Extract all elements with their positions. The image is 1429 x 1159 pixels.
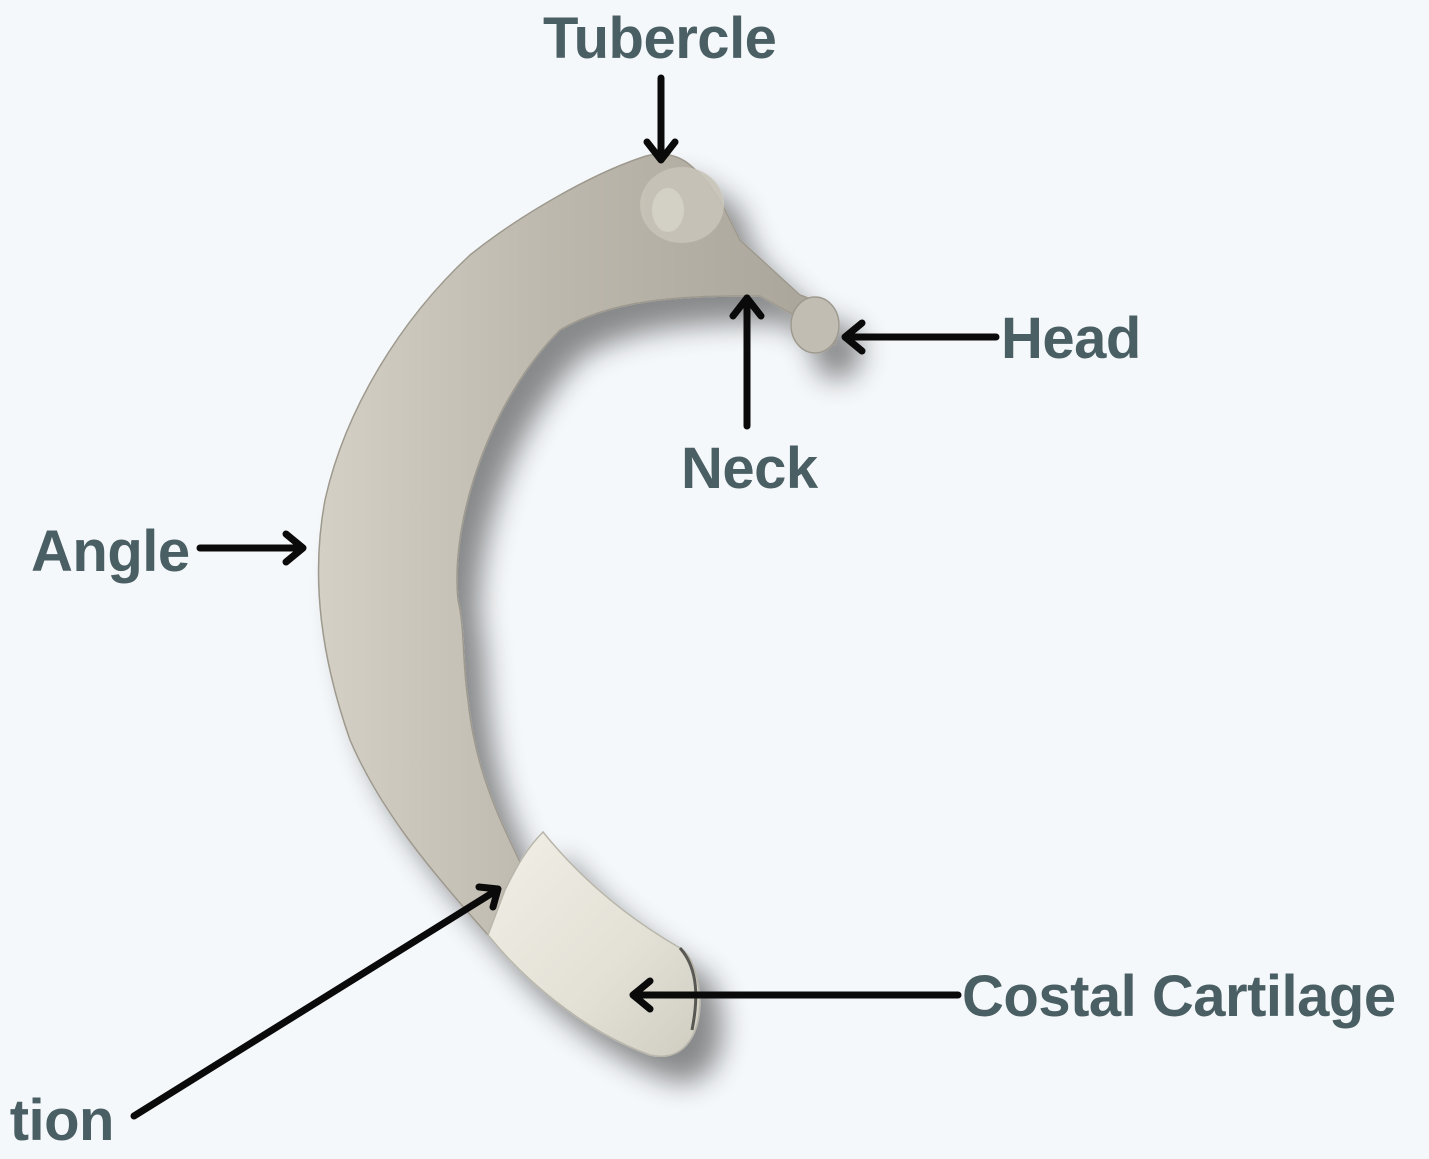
label-costal-cartilage: Costal Cartilage [962, 968, 1396, 1026]
arrow-junction [134, 887, 498, 1116]
arrow-neck [733, 298, 761, 426]
label-neck: Neck [681, 440, 818, 498]
rib-head-shape [791, 297, 839, 353]
arrow-head [845, 323, 996, 351]
label-angle: Angle [31, 523, 190, 581]
label-head: Head [1001, 310, 1141, 368]
costal-cartilage-shape [488, 832, 700, 1056]
rib-bone [318, 154, 839, 1056]
arrow-tubercle [647, 78, 675, 160]
label-tubercle: Tubercle [543, 10, 776, 68]
arrow-angle [200, 534, 303, 562]
label-junction-partial: tion [10, 1092, 114, 1150]
rib-shaft [318, 154, 836, 935]
